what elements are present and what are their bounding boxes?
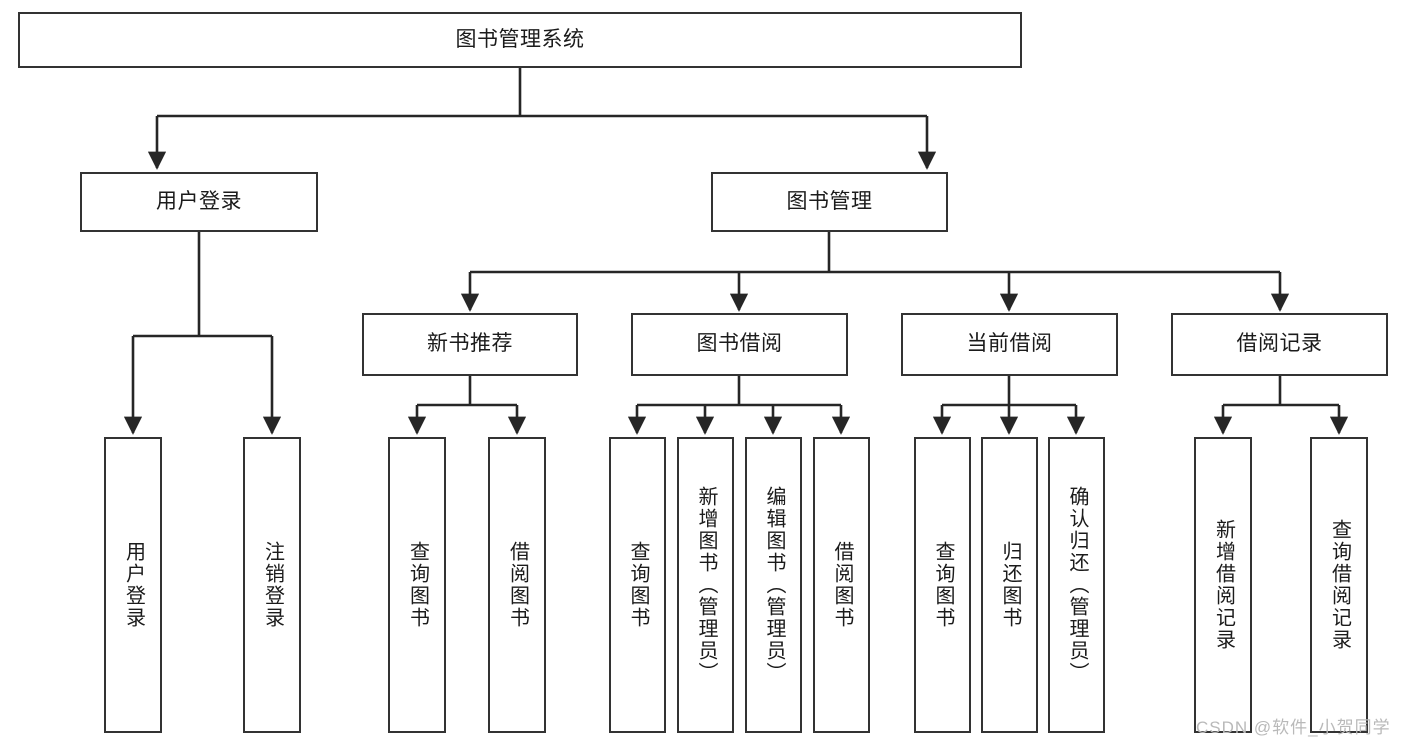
node-borrow-record-label: 借阅记录 <box>1236 332 1323 356</box>
node-leaf-query-book-2[interactable]: 查询图书 <box>609 437 666 733</box>
node-current-borrow[interactable]: 当前借阅 <box>901 313 1118 376</box>
node-book-manage[interactable]: 图书管理 <box>711 172 948 232</box>
node-book-manage-label: 图书管理 <box>786 189 873 213</box>
node-leaf-query-borrow-record-label: 查询借阅记录 <box>1328 519 1351 651</box>
node-leaf-edit-book[interactable]: 编辑图书（管理员） <box>745 437 802 733</box>
node-leaf-user-login-label: 用户登录 <box>122 541 145 629</box>
node-book-borrow[interactable]: 图书借阅 <box>631 313 848 376</box>
node-new-book-recommend-label: 新书推荐 <box>427 332 513 356</box>
node-leaf-add-borrow-record[interactable]: 新增借阅记录 <box>1194 437 1252 733</box>
node-leaf-borrow-book-2-label: 借阅图书 <box>831 541 853 629</box>
node-leaf-add-book-label: 新增图书（管理员） <box>695 486 717 684</box>
node-leaf-user-login[interactable]: 用户登录 <box>104 437 162 733</box>
node-leaf-borrow-book-1-label: 借阅图书 <box>506 541 529 629</box>
node-leaf-query-book-3[interactable]: 查询图书 <box>914 437 971 733</box>
node-leaf-add-book[interactable]: 新增图书（管理员） <box>677 437 734 733</box>
node-current-borrow-label: 当前借阅 <box>966 332 1053 356</box>
node-leaf-borrow-book-2[interactable]: 借阅图书 <box>813 437 870 733</box>
node-leaf-logout-login[interactable]: 注销登录 <box>243 437 301 733</box>
node-leaf-edit-book-label: 编辑图书（管理员） <box>763 486 785 684</box>
csdn-watermark: CSDN @软件_小贺同学 <box>1196 718 1391 737</box>
node-leaf-query-book-1-label: 查询图书 <box>406 541 429 629</box>
node-root[interactable]: 图书管理系统 <box>18 12 1022 68</box>
node-leaf-query-book-3-label: 查询图书 <box>932 541 954 629</box>
node-leaf-query-borrow-record[interactable]: 查询借阅记录 <box>1310 437 1368 733</box>
node-book-borrow-label: 图书借阅 <box>696 332 783 356</box>
node-leaf-return-book[interactable]: 归还图书 <box>981 437 1038 733</box>
node-leaf-confirm-return[interactable]: 确认归还（管理员） <box>1048 437 1105 733</box>
node-leaf-add-borrow-record-label: 新增借阅记录 <box>1212 519 1235 651</box>
node-leaf-logout-login-label: 注销登录 <box>261 541 284 629</box>
node-root-label: 图书管理系统 <box>455 27 585 51</box>
node-leaf-confirm-return-label: 确认归还（管理员） <box>1066 486 1088 684</box>
node-leaf-query-book-2-label: 查询图书 <box>627 541 649 629</box>
node-new-book-recommend[interactable]: 新书推荐 <box>362 313 578 376</box>
node-borrow-record[interactable]: 借阅记录 <box>1171 313 1388 376</box>
node-leaf-return-book-label: 归还图书 <box>999 541 1021 629</box>
node-leaf-borrow-book-1[interactable]: 借阅图书 <box>488 437 546 733</box>
node-user-login-label: 用户登录 <box>156 189 242 213</box>
node-leaf-query-book-1[interactable]: 查询图书 <box>388 437 446 733</box>
node-user-login[interactable]: 用户登录 <box>80 172 318 232</box>
